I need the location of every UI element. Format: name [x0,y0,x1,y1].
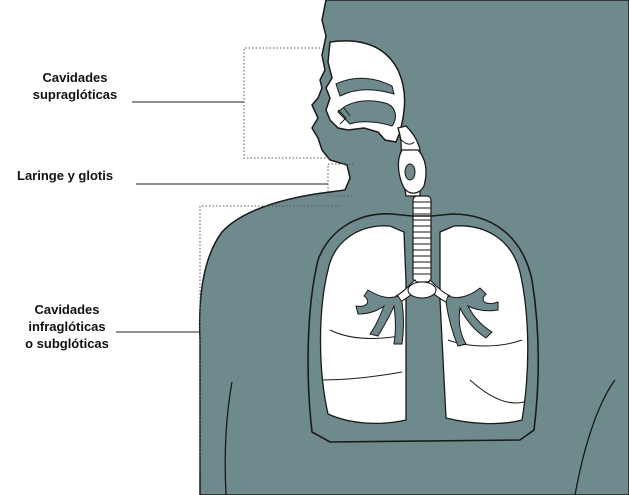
trachea [413,196,431,282]
label-infraglottic-line2: infraglóticas [12,318,122,335]
label-larynx-text: Laringe y glotis [17,167,113,184]
label-supraglottic-line2: supraglóticas [20,86,130,103]
label-supraglottic-cavities: Cavidades supraglóticas [20,69,130,103]
label-infraglottic-line1: Cavidades [12,301,122,318]
label-larynx-glottis: Laringe y glotis [17,167,113,184]
left-lung [321,226,407,424]
label-supraglottic-line1: Cavidades [20,69,130,86]
label-infraglottic-cavities: Cavidades infraglóticas o subglóticas [12,301,122,352]
glottis [405,164,415,180]
label-infraglottic-line3: o subglóticas [12,335,122,352]
